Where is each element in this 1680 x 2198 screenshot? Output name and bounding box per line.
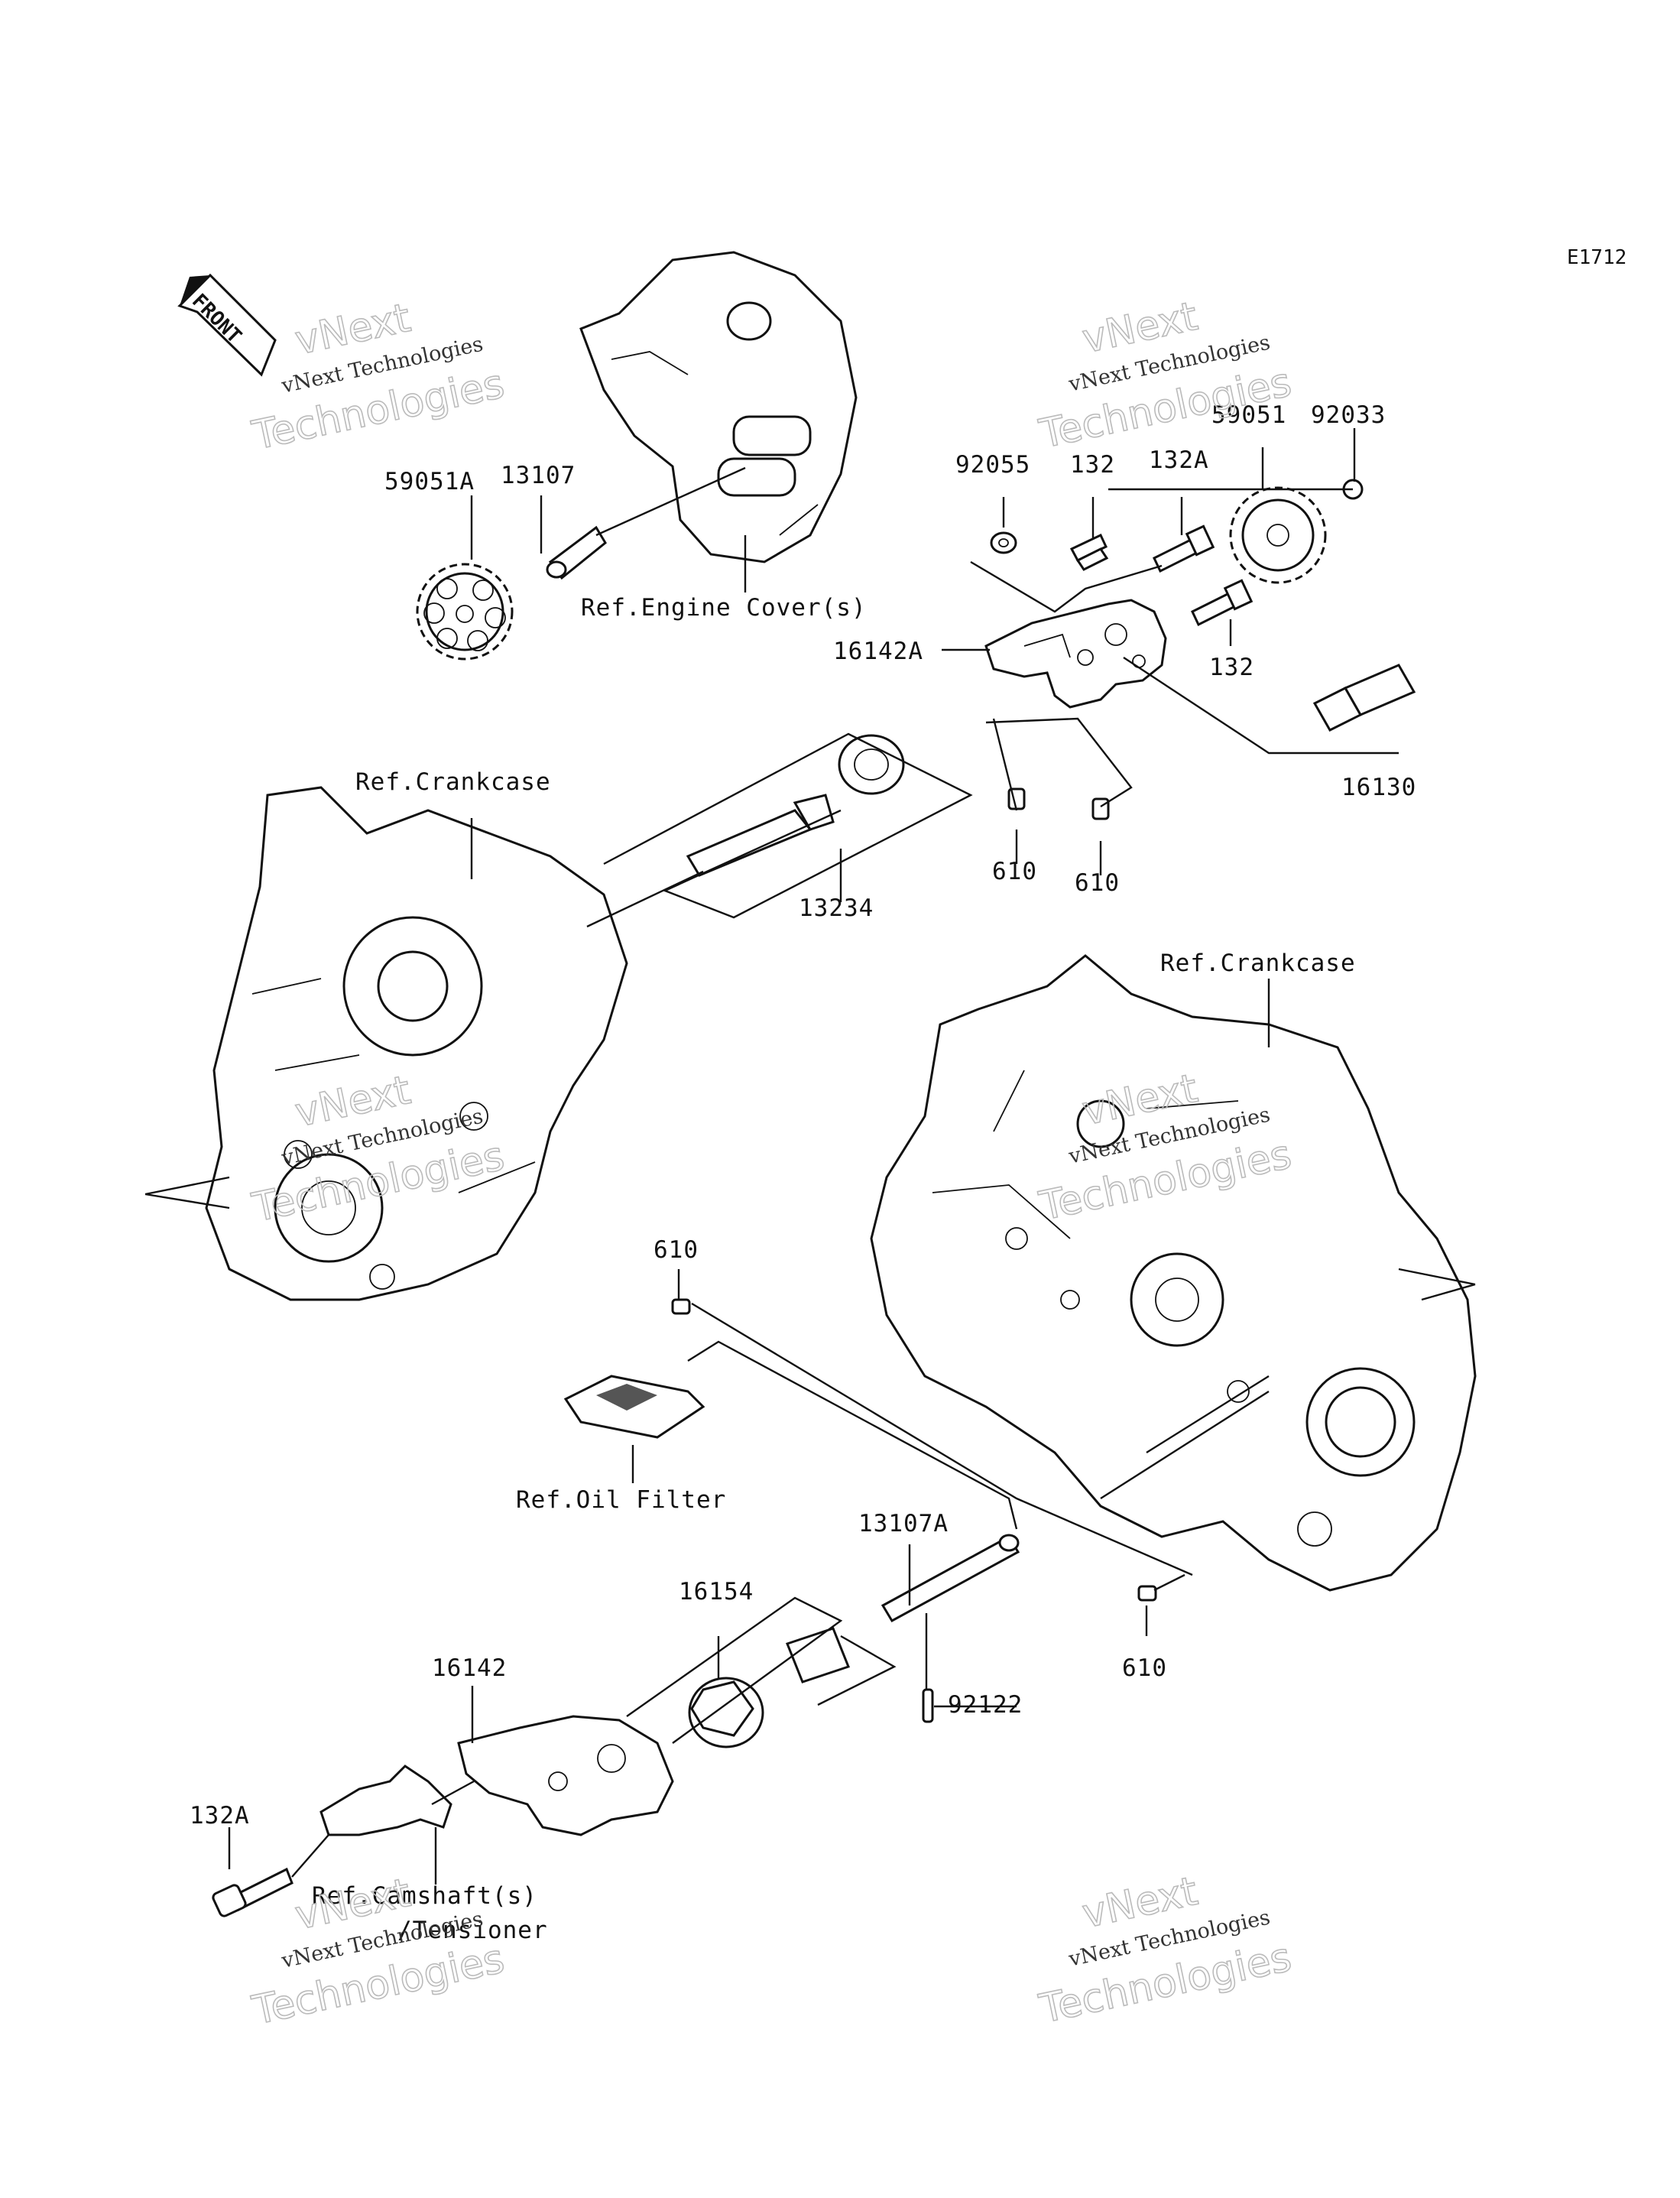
- watermark-bottom-right: vNext vNext Technologies Technologies: [1035, 1868, 1296, 2033]
- label-16130: 16130: [1341, 774, 1416, 801]
- label-ref-engine-cover: Ref.Engine Cover(s): [581, 594, 867, 622]
- label-132A-bottom: 132A: [190, 1802, 250, 1830]
- label-ref-camshaft: Ref.Camshaft(s): [312, 1882, 537, 1910]
- label-ref-crankcase-right: Ref.Crankcase: [1160, 950, 1356, 977]
- oil-pump-body-16142A: [984, 599, 1167, 709]
- relief-valve-16130: [1312, 664, 1416, 732]
- label-610-a: 610: [992, 858, 1037, 885]
- dowel-610-b: [1091, 797, 1110, 820]
- label-92033: 92033: [1311, 401, 1386, 429]
- oil-pump-body-16142: [457, 1715, 674, 1836]
- label-59051A: 59051A: [384, 468, 475, 495]
- label-13107: 13107: [501, 462, 576, 489]
- label-610-c: 610: [654, 1236, 699, 1264]
- dowel-610-c: [671, 1298, 691, 1315]
- label-13234: 13234: [799, 894, 874, 922]
- label-92055: 92055: [955, 451, 1030, 479]
- label-132-mid: 132: [1209, 654, 1254, 681]
- front-arrow-icon: FRONT: [177, 273, 277, 377]
- crankcase-right-ref: [870, 954, 1477, 1592]
- label-13107A: 13107A: [858, 1510, 949, 1537]
- label-92122: 92122: [948, 1691, 1023, 1719]
- label-16154: 16154: [679, 1578, 754, 1605]
- label-ref-oil-filter: Ref.Oil Filter: [516, 1486, 726, 1514]
- label-610-b: 610: [1075, 869, 1120, 897]
- bolt-132A-bottom: [212, 1867, 294, 1917]
- rotor-13234: [686, 734, 905, 877]
- label-59051: 59051: [1211, 401, 1286, 429]
- diagram-code: E1712: [1567, 246, 1626, 269]
- gear-59051A: [416, 563, 514, 661]
- crankcase-left-ref: [144, 786, 628, 1301]
- pin-13107: [546, 466, 746, 580]
- label-132A-top: 132A: [1149, 446, 1209, 474]
- watermark-top-right: vNext vNext Technologies Technologies: [1035, 293, 1296, 458]
- label-132-top: 132: [1070, 451, 1115, 479]
- label-16142A: 16142A: [833, 638, 923, 665]
- label-16142: 16142: [432, 1654, 507, 1682]
- label-ref-tensioner: /Tensioner: [397, 1917, 548, 1944]
- leader-lines: [228, 428, 1399, 1885]
- label-610-d: 610: [1122, 1654, 1167, 1682]
- bolt-132A-top: [1153, 524, 1215, 573]
- engine-cover-ref: [579, 251, 858, 563]
- washer-92055: [990, 531, 1017, 554]
- rotor-16154: [688, 1627, 850, 1748]
- tensioner-bracket-ref: [319, 1765, 452, 1836]
- oil-filter-ref: [563, 1375, 705, 1439]
- shaft-13107A: [881, 1534, 1020, 1623]
- bolt-132-mid: [1191, 579, 1254, 627]
- label-ref-crankcase-left: Ref.Crankcase: [355, 768, 551, 796]
- watermark-top-left: vNext vNext Technologies Technologies: [248, 294, 509, 459]
- gear-59051: [1229, 486, 1327, 584]
- pin-92122: [922, 1688, 934, 1723]
- dowel-610-d: [1137, 1585, 1157, 1602]
- bolt-132-top: [1069, 533, 1109, 571]
- part-labels: 59051A 13107 Ref.Engine Cover(s) 92055 1…: [190, 401, 1416, 1944]
